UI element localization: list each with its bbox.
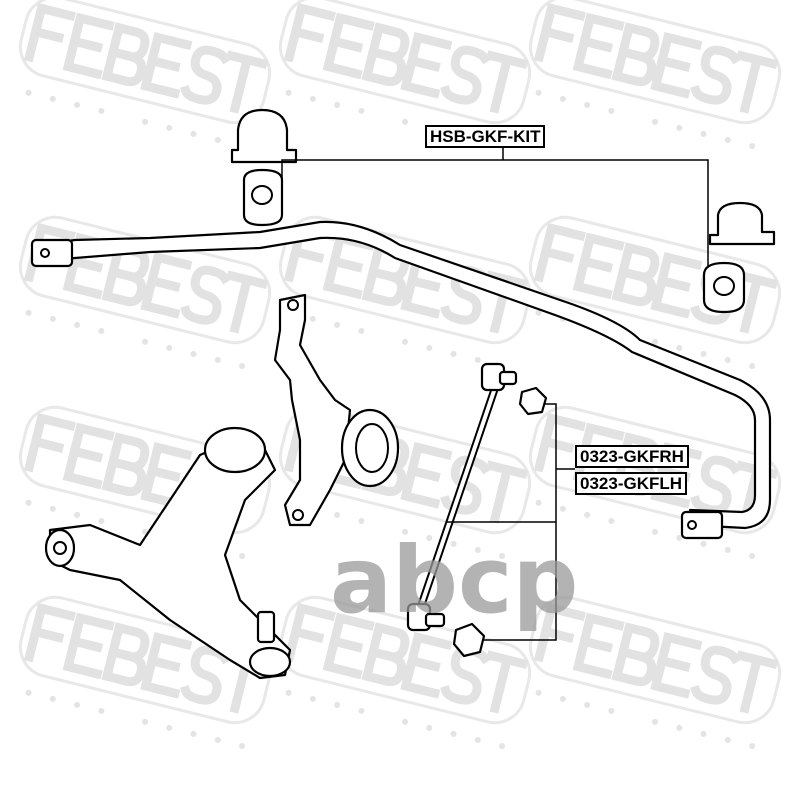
- label-0323-gkflh: 0323-GKFLH: [575, 472, 688, 495]
- stabilizer-bushing-right: [702, 201, 776, 314]
- label-hsb-gkf-kit: HSB-GKF-KIT: [425, 125, 546, 148]
- abcp-watermark: abcp: [330, 527, 578, 634]
- link-nut-bottom: [452, 622, 486, 658]
- stabilizer-bar: [30, 220, 772, 540]
- stabilizer-link: [406, 362, 548, 658]
- lower-control-arm: [44, 426, 292, 680]
- febest-watermarks: [8, 0, 785, 751]
- steering-knuckle: [273, 293, 400, 527]
- leader-lines: [281, 146, 709, 641]
- link-nut-top: [518, 386, 548, 416]
- stabilizer-bushing-left: [230, 108, 298, 227]
- label-0323-gkfrh: 0323-GKFRH: [575, 445, 689, 468]
